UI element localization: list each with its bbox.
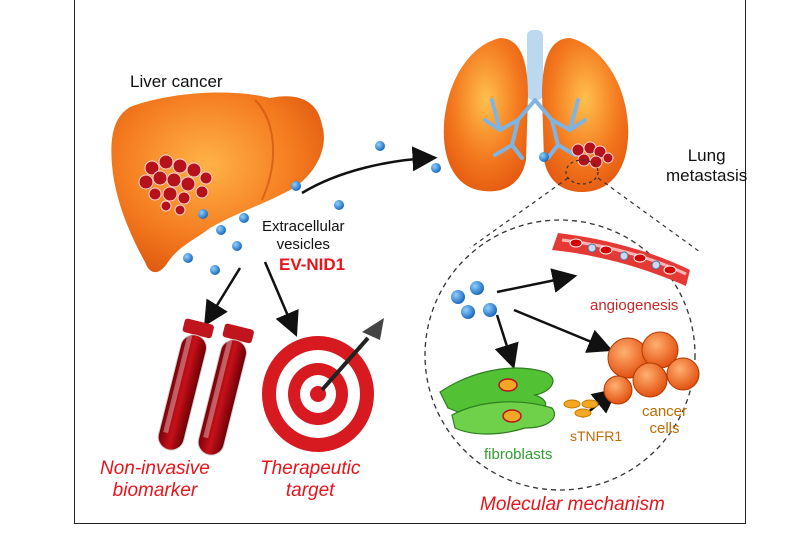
label-extracellular-vesicles: Extracellular vesicles	[262, 218, 345, 254]
label-lung-line2: metastasis	[666, 166, 748, 185]
liver-tumor-cluster	[138, 154, 213, 216]
label-fibroblasts: fibroblasts	[484, 446, 553, 463]
label-ev-nid1: EV-NID1	[279, 255, 346, 274]
label-non-invasive-biomarker: Non-invasive biomarker	[100, 458, 210, 502]
lung-tumor-cluster	[571, 141, 614, 169]
label-cancer-line1: cancer	[642, 403, 688, 420]
label-target-line1: Therapeutic	[260, 458, 361, 479]
label-biomarker-line2: biomarker	[112, 480, 198, 501]
cancer-cells-illustration	[603, 331, 700, 405]
mechanism-zoom-circle	[424, 219, 696, 491]
label-angiogenesis: angiogenesis	[590, 297, 679, 314]
liver-illustration	[111, 92, 324, 273]
bronchi	[483, 98, 587, 160]
label-lung-metastasis: Lung metastasis	[666, 146, 747, 186]
label-stnfr1: sTNFR1	[570, 428, 623, 444]
lung-illustration	[443, 30, 629, 193]
label-cancer-cells: cancer cells	[642, 403, 687, 437]
label-target-line2: target	[285, 480, 335, 501]
target-illustration	[262, 318, 384, 452]
figure-frame	[74, 0, 746, 524]
label-ev-line1: Extracellular	[262, 218, 345, 235]
label-therapeutic-target: Therapeutic target	[260, 458, 360, 502]
blood-tubes-illustration	[157, 318, 254, 456]
blood-vessel-illustration	[552, 233, 690, 286]
label-biomarker-line1: Non-invasive	[100, 458, 210, 479]
label-liver-cancer: Liver cancer	[130, 72, 223, 91]
label-molecular-mechanism: Molecular mechanism	[480, 494, 665, 515]
stnfr1-molecules	[563, 399, 599, 418]
fibroblasts-illustration	[439, 367, 555, 435]
label-lung-line1: Lung	[687, 146, 726, 165]
label-cancer-line2: cells	[649, 420, 680, 437]
label-ev-line2: vesicles	[276, 236, 330, 253]
